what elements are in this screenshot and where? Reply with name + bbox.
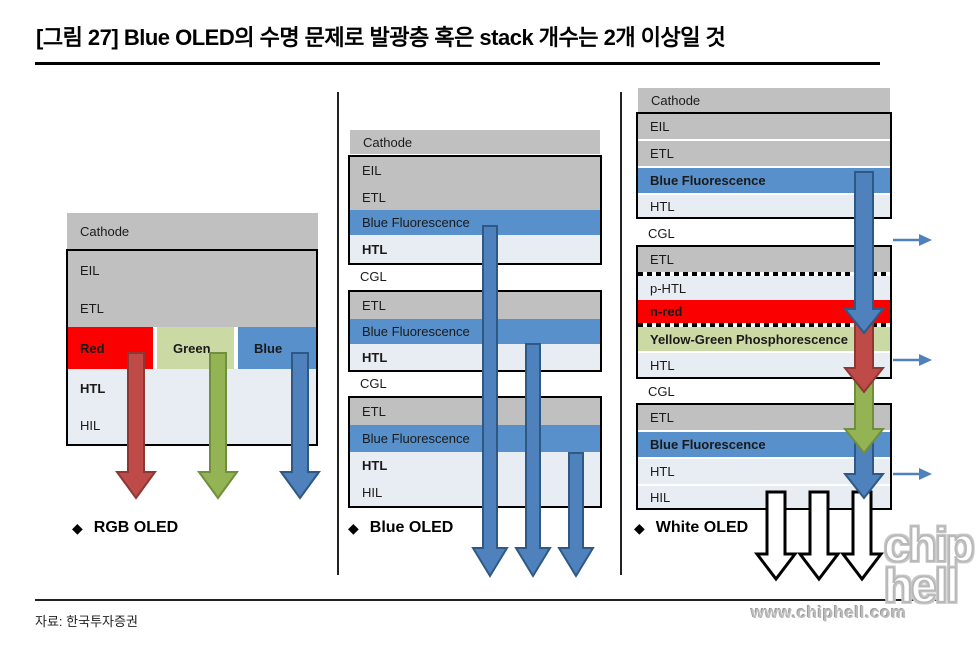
- white-s1-htl: HTL: [638, 195, 890, 217]
- rgb-layer-htl: HTL: [68, 369, 316, 407]
- white-panel-label: ◆ White OLED: [634, 519, 748, 537]
- blue-s2-bluef: Blue Fluorescence: [350, 319, 600, 344]
- cgl-right-arrow-3: [893, 468, 932, 480]
- rgb-layer-green: Green: [157, 327, 234, 369]
- white-s2-phtl: p-HTL: [638, 276, 890, 300]
- figure-title: [그림 27] Blue OLED의 수명 문제로 발광층 혹은 stack 개…: [36, 25, 726, 50]
- blue-s1-bluef: Blue Fluorescence: [350, 210, 600, 235]
- rgb-layer-hil: HIL: [68, 407, 316, 444]
- blue-s3-etl: ETL: [350, 398, 600, 425]
- chiphell-logo: chip hell: [883, 518, 976, 613]
- rgb-panel-label: ◆ RGB OLED: [72, 519, 178, 537]
- bottom-rule: [35, 599, 943, 601]
- white-s2-etl: ETL: [638, 247, 890, 272]
- blue-panel-label: ◆ Blue OLED: [348, 519, 453, 537]
- white-cathode-layer: Cathode: [638, 88, 890, 112]
- white-s2-nred: n-red: [638, 300, 890, 323]
- rgb-layer-red: Red: [68, 327, 153, 369]
- diamond-bullet-icon: ◆: [634, 519, 645, 536]
- white-stack-3: ETL Blue Fluorescence HTL HIL: [636, 403, 892, 510]
- white-s2-yellow-green: Yellow-Green Phosphorescence: [638, 327, 890, 351]
- rgb-layer-etl: ETL: [68, 289, 316, 327]
- blue-s2-etl: ETL: [350, 292, 600, 319]
- white-stack-1: EIL ETL Blue Fluorescence HTL: [636, 112, 892, 219]
- white-s3-etl: ETL: [638, 405, 890, 430]
- blue-cgl-2: CGL: [360, 376, 387, 391]
- blue-s1-htl: HTL: [350, 235, 600, 263]
- white-s1-bluef: Blue Fluorescence: [638, 168, 890, 193]
- blue-cgl-1: CGL: [360, 269, 387, 284]
- white-s2-htl: HTL: [638, 353, 890, 377]
- blue-cathode-layer: Cathode: [350, 130, 600, 154]
- rgb-cathode-layer: Cathode: [67, 213, 318, 249]
- blue-s3-bluef: Blue Fluorescence: [350, 425, 600, 452]
- chiphell-logo-line2: hell: [883, 559, 960, 613]
- rgb-stack: EIL ETL Red Green Blue HTL HIL: [66, 249, 318, 446]
- title-underline: [35, 62, 880, 65]
- white-stack-2: ETL p-HTL n-red Yellow-Green Phosphoresc…: [636, 245, 892, 379]
- white-s1-eil: EIL: [638, 114, 890, 139]
- blue-stack-1: EIL ETL Blue Fluorescence HTL: [348, 155, 602, 265]
- panel-divider-1: [337, 92, 339, 575]
- dotted-separator: [638, 272, 890, 276]
- blue-s1-eil: EIL: [350, 157, 600, 184]
- blue-s3-hil: HIL: [350, 479, 600, 506]
- blue-s1-etl: ETL: [350, 184, 600, 210]
- blue-panel-label-text: Blue OLED: [369, 519, 454, 536]
- blue-s3-htl: HTL: [350, 452, 600, 479]
- white-s3-hil: HIL: [638, 486, 890, 508]
- diamond-bullet-icon: ◆: [348, 519, 359, 536]
- white-s3-bluef: Blue Fluorescence: [638, 432, 890, 457]
- white-s1-etl: ETL: [638, 141, 890, 166]
- diamond-bullet-icon: ◆: [72, 519, 83, 536]
- panel-divider-2: [620, 92, 622, 575]
- rgb-layer-blue: Blue: [238, 327, 316, 369]
- rgb-layer-eil: EIL: [68, 251, 316, 289]
- blue-s2-htl: HTL: [350, 344, 600, 370]
- white-s3-htl: HTL: [638, 459, 890, 484]
- cgl-right-arrow-1: [893, 234, 932, 246]
- rgb-panel-label-text: RGB OLED: [93, 519, 179, 536]
- chiphell-logo-line1: chip: [883, 518, 976, 571]
- cgl-right-arrow-2: [893, 354, 932, 366]
- source-note: 자료: 한국투자증권: [35, 614, 138, 629]
- blue-stack-3: ETL Blue Fluorescence HTL HIL: [348, 396, 602, 508]
- dotted-separator: [638, 323, 890, 327]
- chiphell-watermark-url: www.chiphell.com: [751, 603, 907, 622]
- white-cgl-1: CGL: [648, 226, 675, 241]
- white-cgl-2: CGL: [648, 384, 675, 399]
- white-panel-label-text: White OLED: [655, 519, 749, 536]
- blue-stack-2: ETL Blue Fluorescence HTL: [348, 290, 602, 372]
